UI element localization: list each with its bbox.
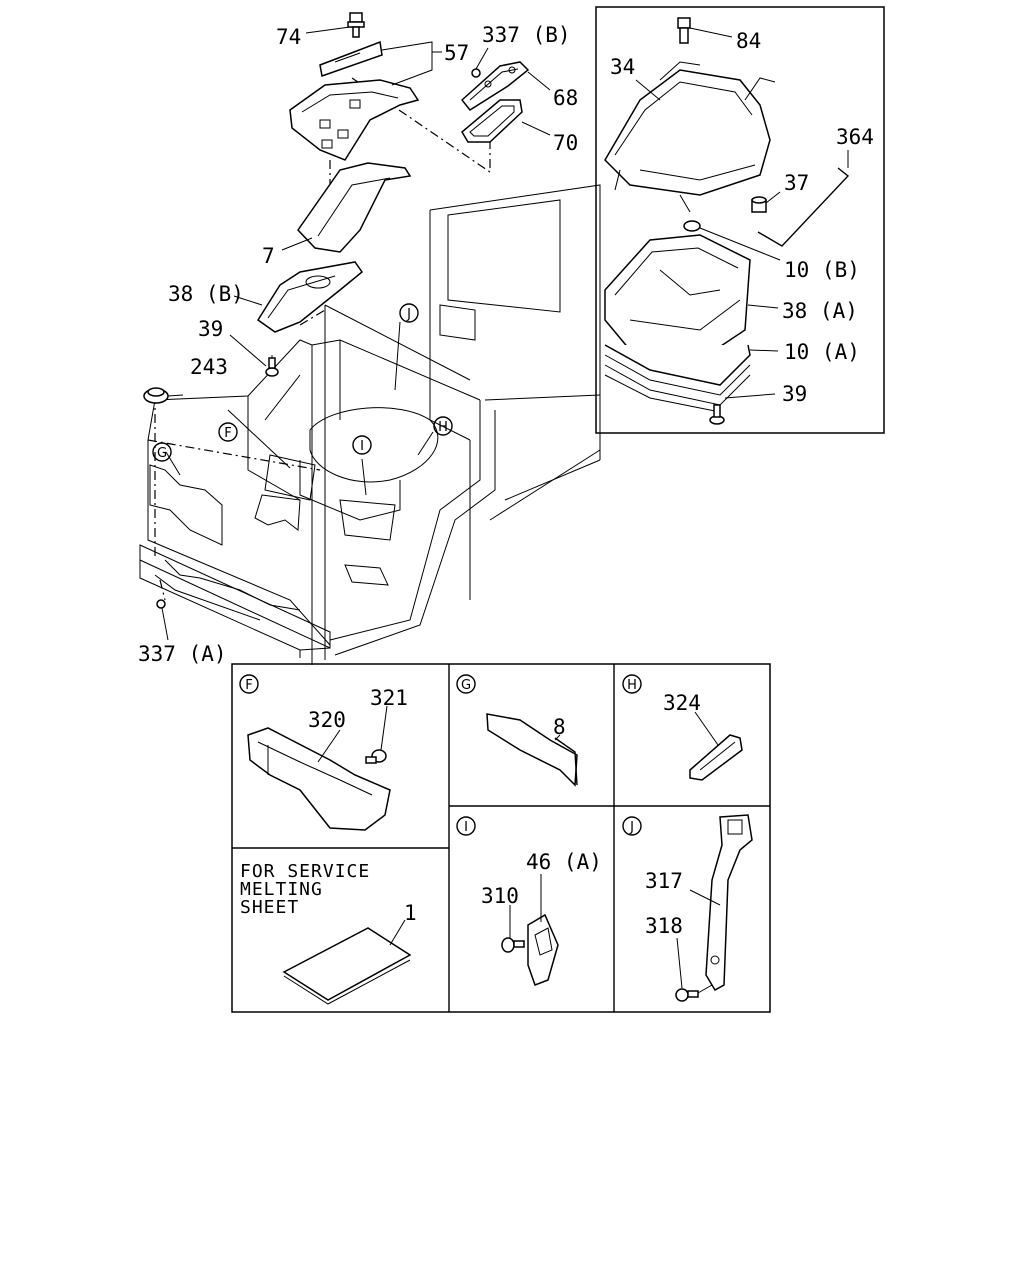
hook-46a-part — [527, 913, 559, 986]
screw-318-part — [675, 988, 699, 1002]
callout-57: 57 — [444, 41, 469, 65]
callout-68: 68 — [553, 86, 578, 110]
svg-text:H: H — [438, 420, 448, 435]
svg-text:G: G — [461, 678, 471, 693]
grommet-337b-part — [471, 68, 481, 78]
clip-37-part — [751, 196, 767, 213]
callout-70: 70 — [553, 131, 578, 155]
grommet-243-part — [143, 387, 169, 404]
bracket-320-part — [247, 727, 391, 831]
callout-337b: 337 (B) — [482, 23, 571, 47]
lid-68-part — [460, 61, 530, 111]
insulator-38b-part — [256, 261, 364, 333]
marker-h: H — [433, 416, 453, 436]
pad-10a-part — [604, 344, 751, 413]
bolt-84-part — [677, 17, 691, 44]
callout-8: 8 — [553, 715, 566, 739]
callout-46a: 46 (A) — [526, 850, 602, 874]
svg-text:H: H — [627, 678, 637, 693]
callout-74: 74 — [276, 25, 301, 49]
screw-310-part — [501, 937, 525, 953]
svg-text:J: J — [406, 307, 411, 322]
panel-i-marker: I — [456, 816, 476, 836]
marker-g: G — [152, 442, 172, 462]
strap-317-part — [705, 814, 753, 992]
screw-321-part — [365, 749, 387, 764]
screw-39-part — [265, 355, 279, 377]
callout-337a: 337 (A) — [138, 642, 227, 666]
note-line-1: FOR SERVICE — [240, 861, 370, 882]
tray-34-part — [604, 61, 776, 213]
screw-39-inset-part — [709, 404, 725, 425]
callout-39: 39 — [198, 317, 223, 341]
callout-84: 84 — [736, 29, 761, 53]
svg-text:F: F — [224, 426, 231, 441]
callout-10b: 10 (B) — [784, 258, 860, 282]
insulator-8-part — [486, 713, 578, 787]
gasket-70-part — [461, 99, 523, 143]
bolt-74-part — [347, 12, 365, 38]
callout-34: 34 — [610, 55, 635, 79]
note-line-2: MELTING — [240, 879, 323, 900]
grommet-337a-part — [156, 599, 166, 609]
panel-h-marker: H — [622, 674, 642, 694]
leader-lines — [161, 26, 849, 994]
callout-320: 320 — [308, 708, 346, 732]
callout-37: 37 — [784, 171, 809, 195]
detail-inset-frame — [595, 6, 885, 434]
panel-g-marker: G — [456, 674, 476, 694]
panel-f-marker: F — [239, 674, 259, 694]
marker-f: F — [218, 422, 238, 442]
callout-243: 243 — [190, 355, 228, 379]
callout-1: 1 — [404, 901, 417, 925]
sheet-1-part — [282, 927, 412, 1005]
callout-39-inset: 39 — [782, 382, 807, 406]
insulator-38a-part — [604, 234, 751, 361]
callout-321: 321 — [370, 686, 408, 710]
svg-text:J: J — [629, 820, 634, 835]
marker-j: J — [399, 303, 419, 323]
marker-i: I — [352, 435, 372, 455]
detail-panels-grid — [231, 663, 771, 1013]
service-note: FOR SERVICE MELTING SHEET — [240, 861, 370, 918]
callout-324: 324 — [663, 691, 701, 715]
note-line-3: SHEET — [240, 897, 299, 918]
clip-324-part — [689, 734, 743, 781]
floor-panel-drawing — [139, 77, 601, 665]
svg-text:G: G — [157, 446, 167, 461]
callout-38a: 38 (A) — [782, 299, 858, 323]
wire-364-part — [757, 167, 850, 247]
panel-j-marker: J — [622, 816, 642, 836]
callout-317: 317 — [645, 869, 683, 893]
svg-text:I: I — [464, 820, 468, 835]
cap-10b-part — [683, 220, 701, 232]
callout-318: 318 — [645, 914, 683, 938]
callout-310: 310 — [481, 884, 519, 908]
svg-text:F: F — [245, 678, 252, 693]
callout-10a: 10 (A) — [784, 340, 860, 364]
cover-7-part — [297, 162, 412, 253]
svg-text:I: I — [360, 439, 364, 454]
bracket-57-part — [289, 40, 420, 161]
callout-38b: 38 (B) — [168, 282, 244, 306]
callout-7: 7 — [262, 244, 275, 268]
callout-364: 364 — [836, 125, 874, 149]
callout-labels: 74 57 337 (B) 68 70 7 38 (B) 39 243 337 … — [138, 23, 874, 938]
